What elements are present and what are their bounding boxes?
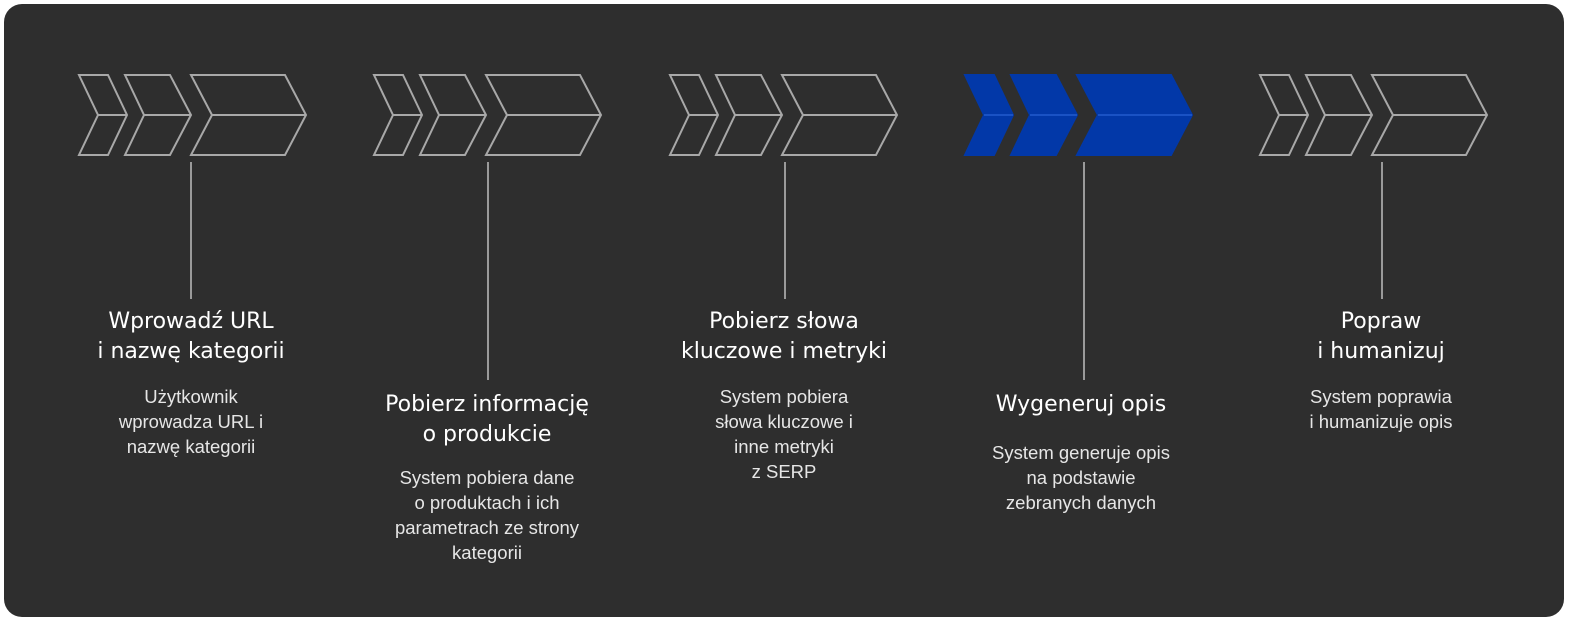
chevron-arrows-icon <box>1258 74 1489 156</box>
chevron-arrows-icon <box>372 74 603 156</box>
step-title: Popraw i humanizuj <box>1317 309 1445 364</box>
chevron-group <box>668 74 899 156</box>
step-title: Wygeneruj opis <box>995 392 1167 417</box>
connector-line <box>1083 162 1085 380</box>
step-description: System poprawia i humanizuje opis <box>1309 386 1453 432</box>
chevron-group <box>1258 74 1489 156</box>
step-title: Wprowadź URL i nazwę kategorii <box>97 309 285 364</box>
step-title: Pobierz informację o produkcie <box>385 392 589 447</box>
chevron-group <box>77 74 308 156</box>
step-2: Pobierz informację o produkcie System po… <box>337 4 637 617</box>
chevron-arrows-icon <box>963 74 1194 156</box>
chevron-group <box>372 74 603 156</box>
step-description: System pobiera dane o produktach i ich p… <box>394 467 580 563</box>
step-1: Wprowadź URL i nazwę kategorii Użytkowni… <box>41 4 341 617</box>
connector-line <box>1381 162 1383 299</box>
step-description: Użytkownik wprowadza URL i nazwę kategor… <box>118 386 264 457</box>
step-3: Pobierz słowa kluczowe i metryki System … <box>634 4 934 617</box>
step-title: Pobierz słowa kluczowe i metryki <box>680 309 888 364</box>
step-description: System pobiera słowa kluczowe i inne met… <box>715 386 853 482</box>
chevron-arrows-icon <box>668 74 899 156</box>
chevron-arrows-icon <box>77 74 308 156</box>
connector-line <box>190 162 192 299</box>
step-4: Wygeneruj opis System generuje opis na p… <box>931 4 1231 617</box>
connector-line <box>487 162 489 380</box>
process-panel: Wprowadź URL i nazwę kategorii Użytkowni… <box>4 4 1564 617</box>
step-description: System generuje opis na podstawie zebran… <box>992 442 1170 513</box>
chevron-group <box>963 74 1194 156</box>
connector-line <box>784 162 786 299</box>
step-5: Popraw i humanizuj System poprawia i hum… <box>1231 4 1531 617</box>
